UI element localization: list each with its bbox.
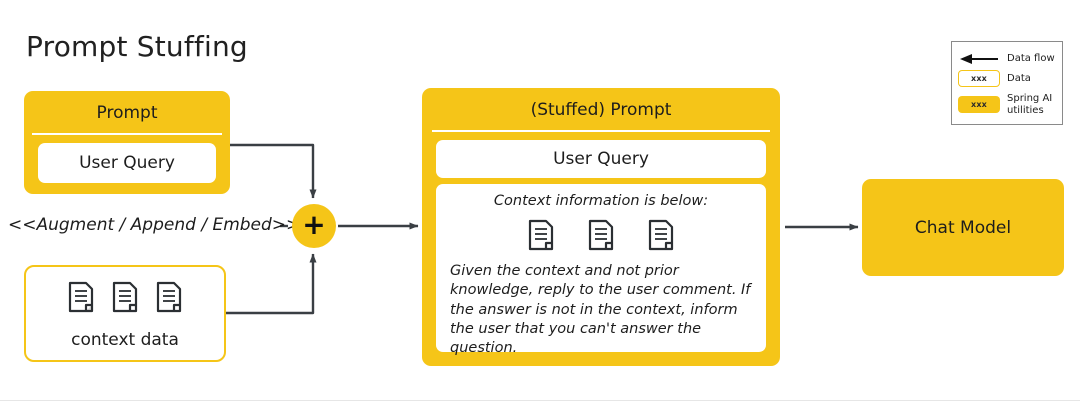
data-swatch-text: xxx	[970, 74, 988, 83]
document-icon	[648, 219, 674, 251]
prompt-card[interactable]: Prompt User Query	[24, 91, 230, 194]
prompt-user-query-label: User Query	[79, 153, 175, 173]
augment-append-embed-label: <<Augment / Append / Embed>>	[8, 215, 301, 235]
data-swatch: xxx	[958, 70, 1000, 87]
stuffed-prompt-card[interactable]: (Stuffed) Prompt User Query Context info…	[422, 88, 780, 366]
stuffed-user-query-label: User Query	[553, 149, 649, 169]
context-data-label: context data	[71, 330, 179, 350]
prompt-card-divider	[32, 133, 222, 135]
data-flow-arrow-icon	[958, 50, 1000, 67]
legend-label-data: Data	[1007, 72, 1031, 84]
spring-ai-utilities-swatch: xxx	[958, 96, 1000, 114]
bottom-divider	[0, 400, 1080, 401]
stuffed-prompt-body: Context information is below:	[436, 184, 766, 356]
legend: Data flow xxx Data xxx Spring AI utiliti…	[951, 41, 1063, 125]
stuffed-user-query-box[interactable]: User Query	[436, 140, 766, 178]
document-icon	[528, 219, 554, 251]
legend-row-spring-ai-utilities: xxx Spring AI utilities	[958, 93, 1062, 117]
connector-prompt-to-plus	[230, 143, 317, 199]
legend-label-spring-ai-utilities: Spring AI utilities	[1007, 93, 1053, 116]
plus-node[interactable]: +	[292, 204, 336, 248]
connector-context-to-plus	[226, 253, 317, 315]
legend-label-data-flow: Data flow	[1007, 52, 1055, 64]
stuffed-prompt-divider	[432, 130, 770, 132]
document-icon	[156, 281, 182, 313]
stuffed-context-icon-group	[450, 219, 752, 251]
context-data-box[interactable]: context data	[24, 265, 226, 362]
document-icon	[588, 219, 614, 251]
chat-model-label: Chat Model	[914, 217, 1012, 238]
plus-icon: +	[302, 207, 326, 241]
legend-row-data: xxx Data	[958, 70, 1031, 87]
stuffed-prompt-header: (Stuffed) Prompt	[530, 100, 672, 120]
chat-model-card[interactable]: Chat Model	[862, 179, 1064, 276]
document-icon	[68, 281, 94, 313]
spring-ai-utilities-swatch-text: xxx	[970, 100, 988, 110]
context-data-icon-group	[26, 281, 224, 313]
document-icon	[112, 281, 138, 313]
page-title: Prompt Stuffing	[26, 30, 248, 63]
context-information-heading: Context information is below:	[493, 193, 709, 209]
prompt-card-header: Prompt	[96, 103, 158, 123]
stuffed-prompt-instructions: Given the context and not prior knowledg…	[450, 262, 751, 357]
legend-row-data-flow: Data flow	[958, 50, 1055, 67]
prompt-user-query-box[interactable]: User Query	[38, 143, 216, 183]
